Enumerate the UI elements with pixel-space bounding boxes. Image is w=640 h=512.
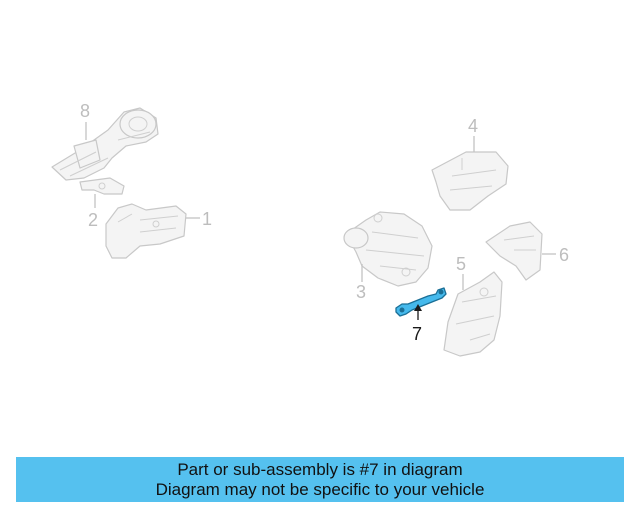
part-1-shape (105, 203, 187, 259)
part-5-shape (443, 271, 503, 357)
callout-6: 6 (559, 245, 569, 265)
part-4-shape (431, 151, 509, 211)
parts-diagram: 8 2 1 4 3 6 5 (51, 101, 569, 357)
callout-4: 4 (468, 116, 478, 136)
callout-7: 7 (412, 324, 422, 344)
callout-3: 3 (356, 282, 366, 302)
callout-8: 8 (80, 101, 90, 121)
part-6-shape (485, 221, 543, 281)
part-8-shape (51, 107, 159, 181)
callout-5: 5 (456, 254, 466, 274)
part-7-shape (395, 287, 447, 317)
part-2-shape (79, 177, 125, 195)
part-3-shape (343, 211, 433, 287)
callout-2: 2 (88, 210, 98, 230)
callout-1: 1 (202, 209, 212, 229)
banner-line-1: Part or sub-assembly is #7 in diagram (177, 459, 463, 479)
leader-7-arrowhead (414, 304, 422, 311)
banner-line-2: Diagram may not be specific to your vehi… (155, 479, 485, 499)
info-banner: Part or sub-assembly is #7 in diagram Di… (16, 457, 624, 502)
